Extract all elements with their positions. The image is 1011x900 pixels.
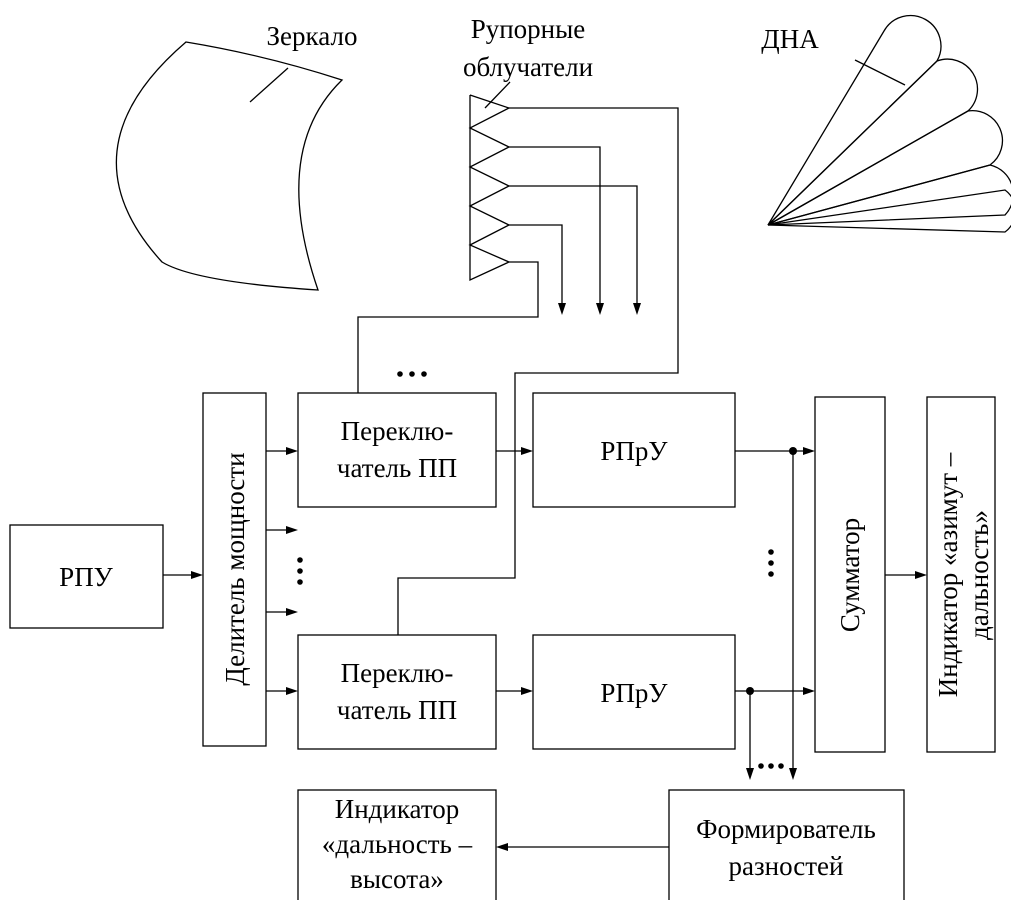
- antenna-pattern: [767, 14, 1011, 233]
- receiver-bottom-block: [532, 634, 736, 750]
- horn-feeds-label-line2: облучатели: [463, 52, 593, 82]
- horn-feeds: [468, 81, 511, 282]
- indicator-azimuth-range-label-line2: дальность»: [964, 510, 994, 640]
- indicator-range-height-block: [297, 789, 497, 900]
- indicator-range-height-label-line3: высота»: [350, 864, 444, 894]
- summator-label: Сумматор: [835, 518, 865, 632]
- rpu-block: [9, 524, 164, 629]
- power-divider-block: [202, 392, 267, 747]
- indicator-azimuth-range-label-line1: Индикатор «азимут –: [933, 452, 963, 697]
- horn-feeds-label-line1: Рупорные: [471, 14, 586, 44]
- signal-connections: [163, 447, 927, 851]
- difference-former-block: [668, 789, 905, 900]
- receiver-bottom-label: РПрУ: [600, 678, 668, 708]
- ellipsis-dots: [297, 371, 784, 769]
- indicator-range-height-label-line2: «дальность –: [322, 829, 473, 859]
- indicator-range-height-label-line1: Индикатор: [335, 794, 460, 824]
- difference-former-label-line2: разностей: [729, 851, 844, 881]
- horn-feed-lines: [357, 107, 679, 635]
- summator-block: [814, 396, 886, 753]
- switch-top-label-line2: чатель ПП: [337, 453, 457, 483]
- mirror-label: Зеркало: [267, 21, 358, 51]
- dna-label: ДНА: [761, 24, 819, 54]
- switch-top-label-line1: Переклю-: [341, 416, 454, 446]
- mirror-reflector: [115, 41, 344, 291]
- switch-bottom-label-line2: чатель ПП: [337, 695, 457, 725]
- receiver-top-label: РПрУ: [600, 436, 668, 466]
- power-divider-label: Делитель мощности: [220, 452, 250, 685]
- switch-bottom-label-line1: Переклю-: [341, 658, 454, 688]
- switch-top-block: [297, 392, 497, 508]
- rpu-label: РПУ: [59, 562, 114, 592]
- receiver-top-block: [532, 392, 736, 508]
- switch-bottom-block: [297, 634, 497, 750]
- indicator-azimuth-range-block: [926, 396, 996, 753]
- difference-former-label-line1: Формирователь: [696, 814, 876, 844]
